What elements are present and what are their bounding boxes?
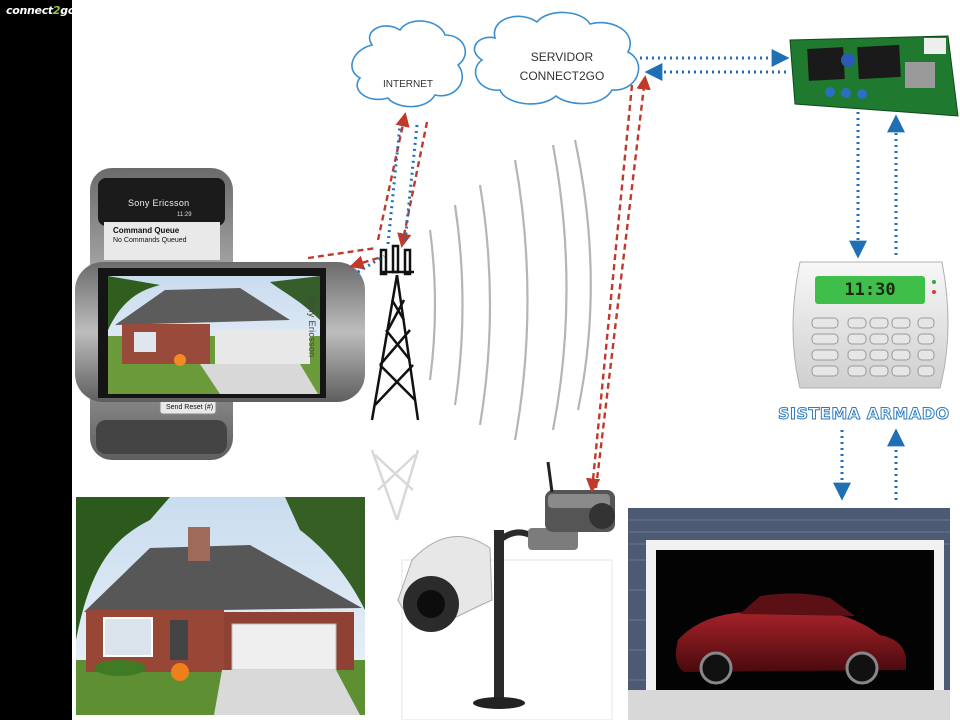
send-reset-button[interactable]: Send Reset (#) [166, 404, 214, 411]
house-photo [76, 497, 365, 715]
garage-photo [628, 508, 950, 720]
control-board [789, 35, 959, 117]
cell-tower-reflection [370, 449, 420, 521]
phone-brand-top: Sony Ericsson [128, 198, 190, 208]
connect2go-logo: connect2go [6, 4, 76, 17]
radio-waves [428, 139, 592, 441]
red-links [307, 75, 651, 493]
internet-label: INTERNET [383, 79, 433, 90]
phone-landscape [75, 262, 365, 402]
ip-cameras [397, 461, 615, 720]
server-cloud [473, 11, 640, 105]
blue-links [357, 49, 905, 501]
armed-status-label: SISTEMA ARMADO [778, 404, 950, 424]
internet-cloud [351, 20, 467, 108]
server-label: SERVIDOR CONNECT2GO [500, 48, 624, 86]
server-label-line2: CONNECT2GO [519, 69, 605, 83]
server-label-line1: SERVIDOR [530, 50, 594, 64]
phone-brand-side: Sony Ericsson [307, 296, 317, 358]
security-keypad [792, 261, 949, 389]
cell-tower [370, 244, 420, 421]
command-queue-title: Command Queue [113, 226, 180, 235]
phone-time: 11:29 [177, 212, 192, 218]
no-commands-text: No Commands Queued [113, 237, 187, 244]
left-sidebar [0, 0, 72, 720]
keypad-display: 11:30 [844, 280, 896, 300]
